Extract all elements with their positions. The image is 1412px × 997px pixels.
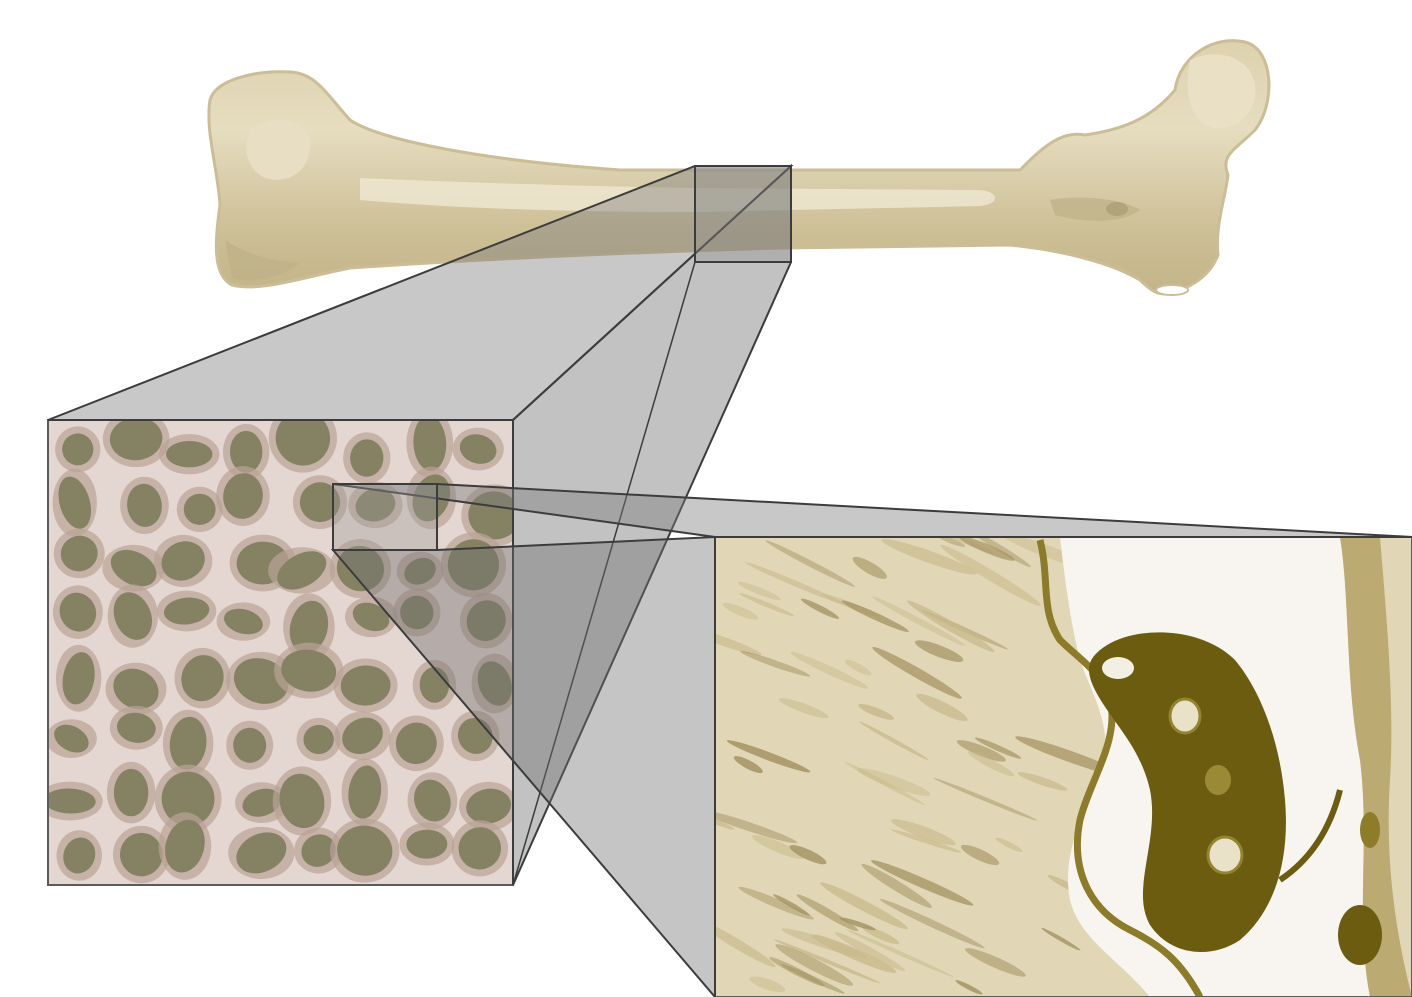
nucleus [1205, 765, 1231, 795]
nucleus [1208, 837, 1242, 873]
cortical-bone-panel [684, 527, 1412, 997]
lesser-trochanter-notch [1156, 285, 1188, 295]
small-cell [1360, 812, 1380, 848]
pore [114, 769, 148, 816]
zoom-source-box [695, 166, 791, 262]
nucleus [1102, 657, 1134, 679]
nucleus [1170, 699, 1200, 733]
trochanter-pit [1106, 202, 1128, 216]
zoom-source-box [333, 484, 437, 550]
small-cell [1338, 905, 1382, 965]
pore [166, 441, 212, 467]
